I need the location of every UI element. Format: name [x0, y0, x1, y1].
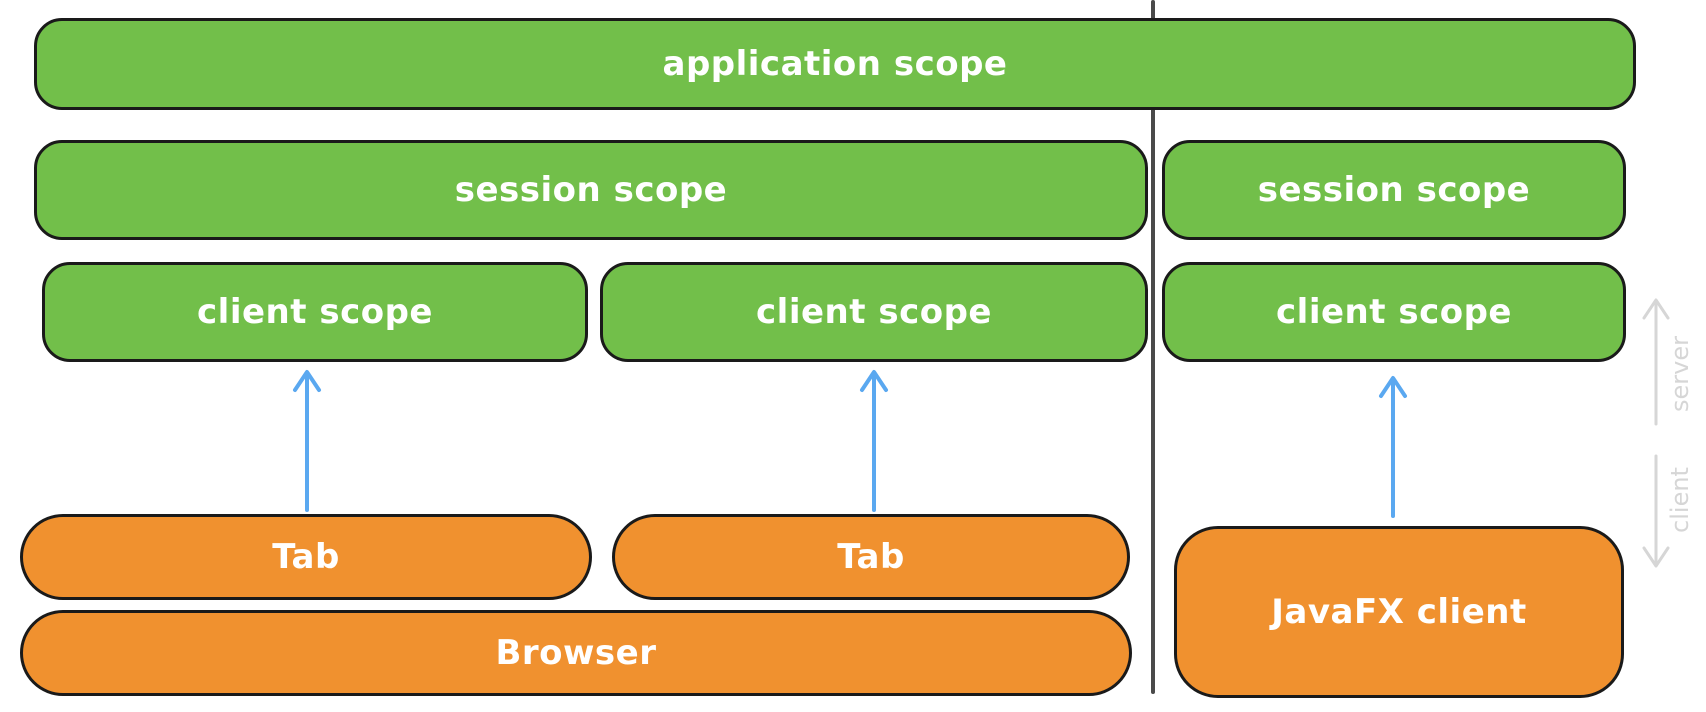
session-scope-label-left: session scope	[454, 170, 728, 210]
arrow-tab2-to-client-scope	[860, 370, 888, 512]
tab-box-2: Tab	[612, 514, 1130, 600]
client-scope-box-3: client scope	[1162, 262, 1626, 362]
server-label: server	[1666, 336, 1694, 412]
browser-box: Browser	[20, 610, 1132, 696]
session-scope-box-right: session scope	[1162, 140, 1626, 240]
client-scope-label-1: client scope	[197, 292, 433, 332]
client-scope-label-2: client scope	[756, 292, 992, 332]
client-scope-label-3: client scope	[1276, 292, 1512, 332]
client-scope-box-2: client scope	[600, 262, 1148, 362]
session-scope-box-left: session scope	[34, 140, 1148, 240]
client-label: client	[1666, 467, 1694, 533]
application-scope-box: application scope	[34, 18, 1636, 110]
tab-label-1: Tab	[272, 537, 340, 577]
arrow-tab1-to-client-scope	[293, 370, 321, 512]
client-direction-arrow	[1642, 454, 1670, 568]
tab-box-1: Tab	[20, 514, 592, 600]
javafx-client-label: JavaFX client	[1271, 592, 1527, 632]
tab-label-2: Tab	[837, 537, 905, 577]
server-direction-arrow	[1642, 298, 1670, 426]
javafx-client-box: JavaFX client	[1174, 526, 1624, 698]
application-scope-label: application scope	[662, 44, 1008, 84]
browser-label: Browser	[495, 633, 657, 673]
server-client-divider	[1151, 0, 1155, 694]
client-scope-box-1: client scope	[42, 262, 588, 362]
arrow-javafx-to-client-scope	[1379, 376, 1407, 518]
session-scope-label-right: session scope	[1257, 170, 1531, 210]
